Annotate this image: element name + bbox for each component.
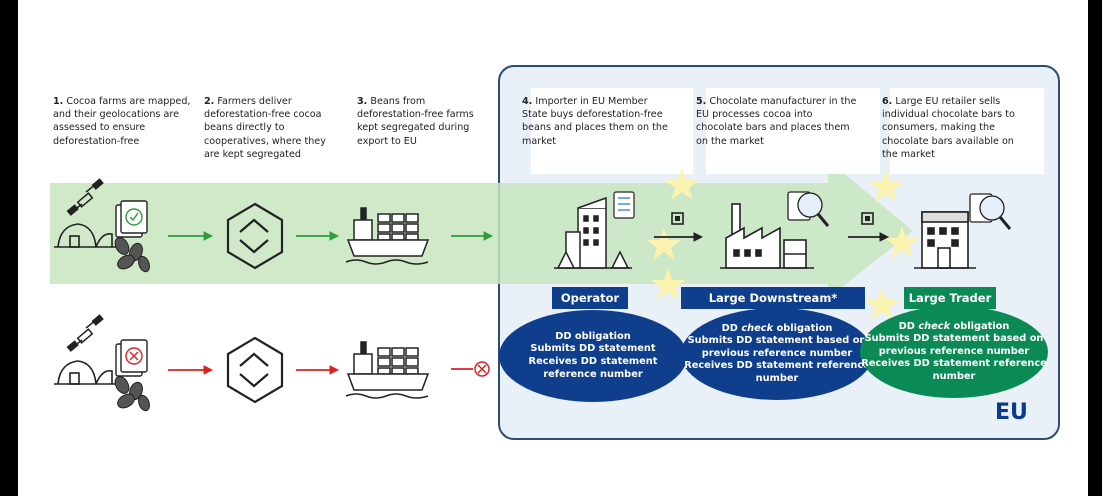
obligation-line: Submits DD statement based on bbox=[687, 335, 867, 347]
step-4: 4. Importer in EU Member State buys defo… bbox=[522, 95, 670, 148]
obligation-line: Submits DD statement based on bbox=[864, 333, 1044, 345]
cocoa-beans-icon bbox=[114, 376, 150, 412]
emphasis-word: check bbox=[741, 322, 774, 334]
obligation-line: DD check obligation bbox=[721, 322, 833, 334]
step-2: 2. Farmers deliver deforestation-free co… bbox=[204, 95, 344, 161]
obligation-line: DD obligation bbox=[555, 330, 631, 342]
step-text: Importer in EU Member State buys defores… bbox=[522, 96, 668, 147]
flow-band-arrow bbox=[50, 160, 913, 298]
step-3: 3. Beans from deforestation-free farms k… bbox=[357, 95, 487, 148]
step-card-5 bbox=[706, 88, 880, 174]
blocked-icon bbox=[474, 361, 490, 377]
step-card-6 bbox=[890, 88, 1044, 174]
step-text: Large EU retailer sells individual choco… bbox=[882, 96, 1015, 160]
step-number: 6. bbox=[882, 96, 893, 107]
green-arrow-2 bbox=[296, 231, 340, 241]
document-search-icon bbox=[787, 191, 830, 227]
red-arrow-2 bbox=[296, 365, 340, 375]
obligation-line: number bbox=[755, 372, 799, 384]
eu-region-label: EU bbox=[995, 400, 1028, 425]
step-number: 5. bbox=[696, 96, 707, 107]
obligation-line: Receives DD statement reference bbox=[684, 360, 870, 372]
role-label-operator: Operator bbox=[552, 287, 628, 309]
icon-layer bbox=[54, 168, 1012, 412]
farm-house-icon bbox=[54, 360, 118, 385]
step-text: Beans from deforestation-free farms kept… bbox=[357, 96, 474, 147]
handshake-hexagon-icon bbox=[226, 202, 284, 270]
document-search-icon bbox=[613, 191, 635, 219]
retail-store-icon bbox=[914, 211, 976, 269]
farm-house-icon bbox=[54, 223, 118, 248]
black-arrow-2 bbox=[848, 232, 890, 242]
role-oval-large-trader: DD check obligation Submits DD statement… bbox=[860, 306, 1048, 398]
step-number: 1. bbox=[53, 96, 64, 107]
obligation-line: Receives DD statement bbox=[528, 356, 658, 367]
step-5: 5. Chocolate manufacturer in the EU proc… bbox=[696, 95, 858, 148]
role-oval-downstream-operator: DD check obligation Submits DD statement… bbox=[681, 308, 873, 400]
diagram-canvas: 1. Cocoa farms are mapped, and their geo… bbox=[18, 0, 1088, 496]
obligation-line: number bbox=[932, 370, 976, 382]
cocoa-beans-icon bbox=[114, 237, 150, 273]
satellite-icon bbox=[66, 314, 104, 352]
document-search-icon bbox=[969, 193, 1012, 230]
handshake-hexagon-icon bbox=[226, 336, 284, 404]
step-6: 6. Large EU retailer sells individual ch… bbox=[882, 95, 1032, 161]
step-number: 3. bbox=[357, 96, 368, 107]
obligation-line: reference number bbox=[543, 368, 643, 380]
red-arrow-1 bbox=[168, 365, 214, 375]
role-label-large-trader: Large Trader bbox=[904, 287, 996, 309]
step-number: 4. bbox=[522, 96, 533, 107]
step-text: Farmers deliver deforestation-free cocoa… bbox=[204, 96, 326, 160]
document-check-icon bbox=[115, 200, 148, 238]
cargo-ship-icon bbox=[345, 207, 430, 265]
step-number: 2. bbox=[204, 96, 215, 107]
step-card-4 bbox=[531, 88, 693, 174]
black-arrow-1 bbox=[654, 232, 704, 242]
obligation-line: Receives DD statement reference bbox=[861, 358, 1047, 370]
green-arrow-1 bbox=[168, 231, 214, 241]
document-cross-icon bbox=[115, 339, 148, 377]
step-text: Cocoa farms are mapped, and their geoloc… bbox=[53, 96, 191, 147]
eu-star-icon bbox=[647, 168, 919, 320]
step-text: Chocolate manufacturer in the EU process… bbox=[696, 96, 857, 147]
step-1: 1. Cocoa farms are mapped, and their geo… bbox=[53, 95, 203, 148]
emphasis-word: check bbox=[918, 320, 951, 332]
factory-icon bbox=[720, 203, 814, 269]
obligation-line: DD check obligation bbox=[898, 320, 1010, 332]
satellite-icon bbox=[66, 178, 104, 216]
role-label-downstream-operator: Large Downstream* Operator bbox=[681, 287, 865, 327]
qr-code-icon bbox=[861, 212, 874, 225]
cargo-ship-icon bbox=[345, 341, 430, 399]
role-oval-operator: DD obligation Submits DD statement Recei… bbox=[499, 310, 687, 402]
obligation-line: previous reference number bbox=[701, 347, 853, 359]
obligation-line: Submits DD statement bbox=[530, 343, 656, 355]
office-building-icon bbox=[554, 196, 632, 269]
obligation-line: previous reference number bbox=[878, 345, 1030, 357]
green-arrow-3 bbox=[451, 231, 494, 241]
qr-code-icon bbox=[671, 212, 684, 225]
